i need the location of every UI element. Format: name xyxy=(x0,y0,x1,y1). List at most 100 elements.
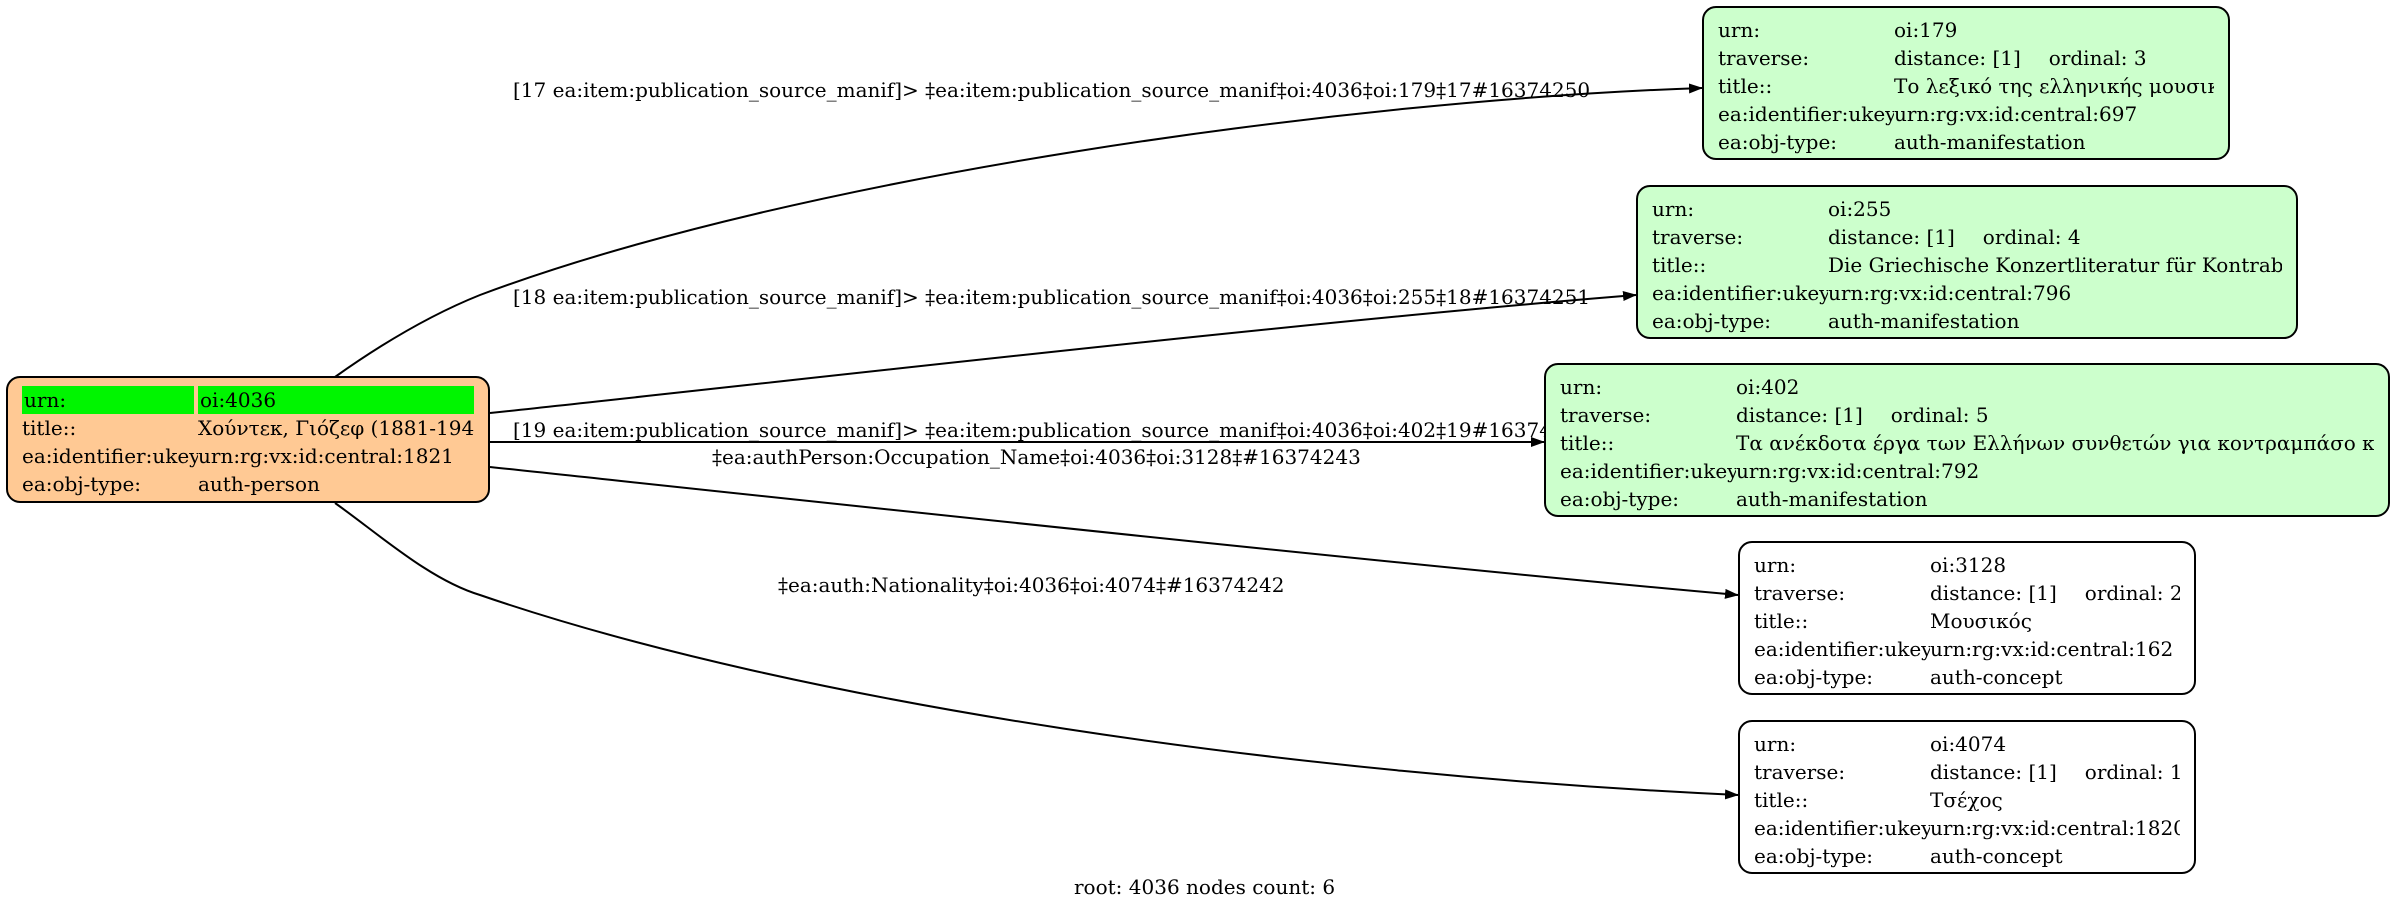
node-value-title: Τα ανέκδοτα έργα των Ελλήνων συνθετών γι… xyxy=(1736,431,2374,455)
node-distance: distance: [1] xyxy=(1736,403,1863,427)
node-value-type: auth-manifestation xyxy=(1828,309,2020,333)
node-key-type: ea:obj-type: xyxy=(1652,309,1772,333)
edge-label-oi-179: [17 ea:item:publication_source_manif]> ‡… xyxy=(513,78,1591,102)
edge-line-oi-255 xyxy=(489,291,1637,414)
node-row-ukey: ea:identifier:ukey urn:rg:vx:id:central:… xyxy=(1652,279,2282,307)
node-row-type: ea:obj-type: auth-concept xyxy=(1754,663,2180,691)
root-key-type: ea:obj-type: xyxy=(22,472,142,496)
node-oi-4074[interactable]: urn: oi:4074 traverse: distance: [1]ordi… xyxy=(1738,720,2196,874)
node-distance: distance: [1] xyxy=(1930,760,2057,784)
node-value-title: Die Griechische Konzertliteratur für Kon… xyxy=(1828,253,2282,277)
node-key-type: ea:obj-type: xyxy=(1754,844,1874,868)
edge-line-oi-3128 xyxy=(489,466,1739,599)
node-row-traverse: traverse: distance: [1]ordinal: 4 xyxy=(1652,223,2282,251)
footer-caption: root: 4036 nodes count: 6 xyxy=(1074,875,1336,899)
edge-label-oi-255: [18 ea:item:publication_source_manif]> ‡… xyxy=(513,285,1591,309)
node-value-urn: oi:4074 xyxy=(1930,732,2007,756)
root-node-oi-4036[interactable]: urn: oi:4036 title:: Χούντεκ, Γιόζεφ (18… xyxy=(6,376,490,503)
node-key-traverse: traverse: xyxy=(1754,581,1846,605)
node-key-urn: urn: xyxy=(1754,732,1797,756)
root-value-urn: oi:4036 xyxy=(198,386,474,414)
node-row-traverse: traverse: distance: [1]ordinal: 1 xyxy=(1754,758,2180,786)
node-value-type: auth-concept xyxy=(1930,844,2063,868)
node-row-ukey: ea:identifier:ukey urn:rg:vx:id:central:… xyxy=(1718,100,2214,128)
root-value-ukey: urn:rg:vx:id:central:1821 xyxy=(198,444,454,468)
node-key-traverse: traverse: xyxy=(1652,225,1744,249)
edge-line-oi-179 xyxy=(334,83,1703,378)
node-value-ukey: urn:rg:vx:id:central:796 xyxy=(1828,281,2072,305)
node-value-title: Το λεξικό της ελληνικής μουσικής xyxy=(1894,74,2214,98)
node-row-title: title:: Τσέχος xyxy=(1754,786,2180,814)
node-value-urn: oi:179 xyxy=(1894,18,1958,42)
node-key-type: ea:obj-type: xyxy=(1754,665,1874,689)
node-key-ukey: ea:identifier:ukey xyxy=(1754,637,1930,661)
node-row-type: ea:obj-type: auth-manifestation xyxy=(1652,307,2282,335)
node-key-title: title:: xyxy=(1754,609,1809,633)
node-key-urn: urn: xyxy=(1754,553,1797,577)
node-key-traverse: traverse: xyxy=(1560,403,1652,427)
node-row-title: title:: Τα ανέκδοτα έργα των Ελλήνων συν… xyxy=(1560,429,2374,457)
node-key-type: ea:obj-type: xyxy=(1718,130,1838,154)
node-ordinal: ordinal: 3 xyxy=(2048,46,2147,70)
node-value-ukey: urn:rg:vx:id:central:792 xyxy=(1736,459,1980,483)
node-key-ukey: ea:identifier:ukey xyxy=(1652,281,1828,305)
node-row-traverse: traverse: distance: [1]ordinal: 3 xyxy=(1718,44,2214,72)
node-ordinal: ordinal: 5 xyxy=(1890,403,1989,427)
root-row-title: title:: Χούντεκ, Γιόζεφ (1881-1944) xyxy=(22,414,474,442)
root-row-ukey: ea:identifier:ukey urn:rg:vx:id:central:… xyxy=(22,442,474,470)
node-value-urn: oi:255 xyxy=(1828,197,1892,221)
node-value-type: auth-manifestation xyxy=(1736,487,1928,511)
node-row-title: title:: Die Griechische Konzertliteratur… xyxy=(1652,251,2282,279)
node-key-urn: urn: xyxy=(1652,197,1695,221)
node-value-title: Τσέχος xyxy=(1930,788,2003,812)
root-key-title: title:: xyxy=(22,416,77,440)
edge-label-oi-3128: ‡ea:authPerson:Occupation_Name‡oi:4036‡o… xyxy=(712,445,1361,469)
node-key-ukey: ea:identifier:ukey xyxy=(1718,102,1894,126)
root-key-ukey: ea:identifier:ukey xyxy=(22,444,198,468)
node-value-ukey: urn:rg:vx:id:central:162 xyxy=(1930,637,2174,661)
node-key-ukey: ea:identifier:ukey xyxy=(1560,459,1736,483)
node-distance: distance: [1] xyxy=(1894,46,2021,70)
node-row-traverse: traverse: distance: [1] ordinal: 5 xyxy=(1560,401,2374,429)
node-row-type: ea:obj-type: auth-concept xyxy=(1754,842,2180,870)
node-value-type: auth-manifestation xyxy=(1894,130,2086,154)
node-oi-3128[interactable]: urn: oi:3128 traverse: distance: [1] ordi… xyxy=(1738,541,2196,695)
root-value-type: auth-person xyxy=(198,472,320,496)
node-value-traverse: distance: [1]ordinal: 1 xyxy=(1930,758,2180,786)
node-row-title: title:: Μουσικός xyxy=(1754,607,2180,635)
node-row-urn: urn: oi:179 xyxy=(1718,16,2214,44)
node-key-type: ea:obj-type: xyxy=(1560,487,1680,511)
node-value-urn: oi:402 xyxy=(1736,375,1800,399)
node-row-urn: urn: oi:3128 xyxy=(1754,551,2180,579)
node-value-traverse: distance: [1] ordinal: 2 xyxy=(1930,579,2180,607)
edge-label-oi-402: [19 ea:item:publication_source_manif]> ‡… xyxy=(513,418,1591,442)
node-oi-402[interactable]: urn: oi:402 traverse: distance: [1] ordin… xyxy=(1544,363,2390,517)
node-oi-179[interactable]: urn: oi:179 traverse: distance: [1]ordin… xyxy=(1702,6,2230,160)
node-value-urn: oi:3128 xyxy=(1930,553,2007,577)
root-row-urn: urn: oi:4036 xyxy=(22,386,474,414)
node-row-ukey: ea:identifier:ukey urn:rg:vx:id:central:… xyxy=(1754,635,2180,663)
root-key-urn: urn: xyxy=(22,386,194,414)
node-value-type: auth-concept xyxy=(1930,665,2063,689)
node-row-urn: urn: oi:402 xyxy=(1560,373,2374,401)
node-value-ukey: urn:rg:vx:id:central:1820 xyxy=(1930,816,2180,840)
node-row-type: ea:obj-type: auth-manifestation xyxy=(1560,485,2374,513)
node-row-ukey: ea:identifier:ukey urn:rg:vx:id:central:… xyxy=(1754,814,2180,842)
node-key-title: title:: xyxy=(1718,74,1773,98)
node-row-urn: urn: oi:4074 xyxy=(1754,730,2180,758)
node-value-ukey: urn:rg:vx:id:central:697 xyxy=(1894,102,2138,126)
node-value-traverse: distance: [1] ordinal: 3 xyxy=(1894,44,2214,72)
node-distance: distance: [1] xyxy=(1828,225,1955,249)
node-ordinal: ordinal: 2 xyxy=(2084,581,2180,605)
node-row-title: title:: Το λεξικό της ελληνικής μουσικής xyxy=(1718,72,2214,100)
node-row-urn: urn: oi:255 xyxy=(1652,195,2282,223)
node-value-traverse: distance: [1] ordinal: 5 xyxy=(1736,401,2374,429)
node-key-title: title:: xyxy=(1560,431,1615,455)
node-row-type: ea:obj-type: auth-manifestation xyxy=(1718,128,2214,156)
node-value-title: Μουσικός xyxy=(1930,609,2032,633)
edge-label-oi-4074: ‡ea:auth:Nationality‡oi:4036‡oi:4074‡#16… xyxy=(778,573,1285,597)
node-oi-255[interactable]: urn: oi:255 traverse: distance: [1]ordin… xyxy=(1636,185,2298,339)
node-distance: distance: [1] xyxy=(1930,581,2057,605)
